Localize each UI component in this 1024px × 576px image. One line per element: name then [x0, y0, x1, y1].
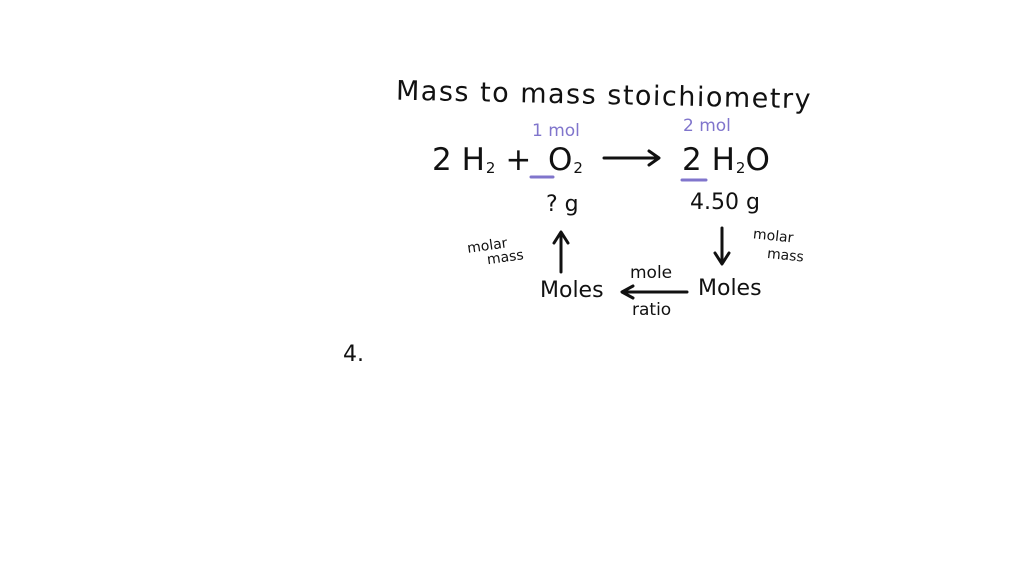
given-mass: 4.50 g: [690, 190, 760, 215]
h2o-h-symbol: H: [711, 142, 735, 178]
equation-o2-term: O2: [548, 142, 583, 178]
up-arrow: [552, 230, 570, 274]
h2-symbol: H: [461, 142, 485, 178]
o2-symbol: O: [548, 142, 573, 178]
equation-h2-term: 2 H2 +: [432, 142, 531, 178]
h2-coefficient: 2: [432, 142, 452, 178]
h2o-coefficient: 2: [682, 142, 702, 178]
mole-ratio-label-bottom: ratio: [632, 300, 672, 320]
h2-subscript: 2: [485, 159, 496, 177]
plus-sign: +: [505, 142, 532, 178]
equation-h2o-term: 2 H2O: [682, 142, 770, 178]
unknown-mass: ? g: [546, 192, 579, 217]
mole-ratio-label-top: mole: [630, 263, 673, 283]
mole-ratio-arrow: [620, 284, 689, 300]
reaction-arrow: [602, 149, 661, 167]
h2o-subscript: 2: [735, 159, 746, 177]
problem-number: 4.: [343, 342, 364, 367]
o2-mole-label: 1 mol: [532, 121, 580, 141]
o2-subscript: 2: [573, 159, 583, 177]
down-arrow: [713, 226, 731, 266]
moles-left: Moles: [540, 278, 604, 303]
h2o-o-symbol: O: [745, 142, 770, 178]
h2o-mole-label: 2 mol: [683, 116, 731, 136]
moles-right: Moles: [698, 276, 762, 301]
